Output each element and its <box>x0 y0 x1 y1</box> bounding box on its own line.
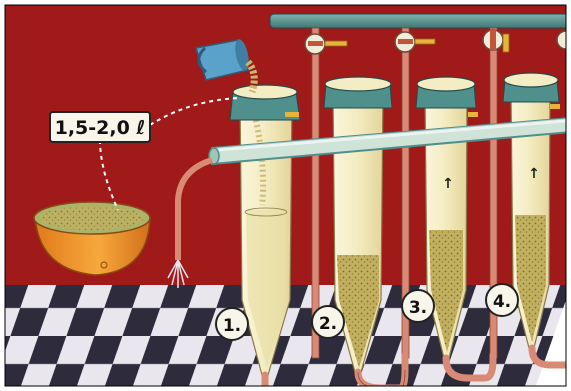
top-water-pipe <box>270 14 571 28</box>
step-number-4: 4. <box>493 292 511 312</box>
step-number-3: 3. <box>409 298 427 318</box>
step-marker-3: 3. <box>402 290 434 322</box>
step-number-2: 2. <box>319 314 337 334</box>
flow-arrow-4: ↑ <box>528 166 540 182</box>
volume-label-box: 1,5-2,0 ℓ <box>50 112 150 142</box>
flow-arrow-3: ↑ <box>442 176 454 192</box>
volume-label: 1,5-2,0 ℓ <box>55 117 146 139</box>
step-marker-2: 2. <box>312 306 344 338</box>
step-marker-4: 4. <box>486 284 518 316</box>
step-marker-1: 1. <box>216 308 248 340</box>
step-number-1: 1. <box>223 316 241 336</box>
